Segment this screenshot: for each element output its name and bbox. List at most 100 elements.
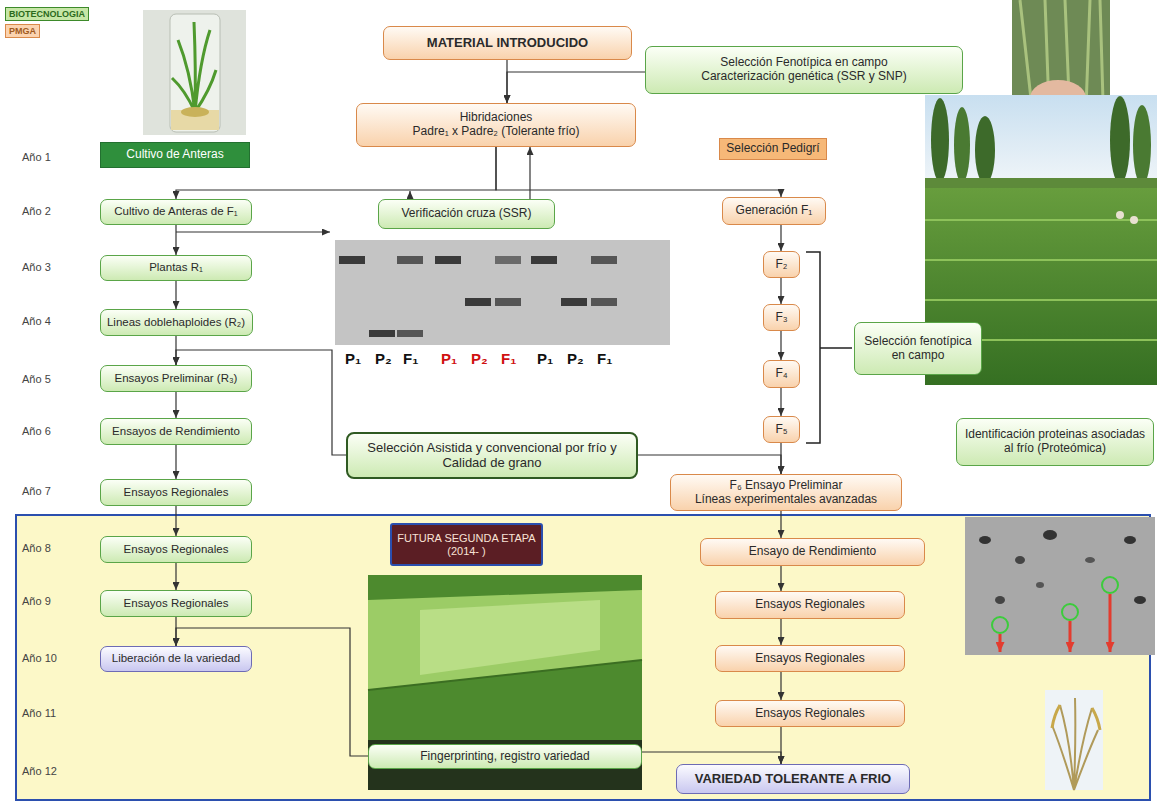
flow-arrow	[175, 225, 176, 255]
proteomics-gel	[1134, 596, 1146, 604]
process-box: F₃	[763, 304, 800, 331]
year-label: Año 5	[22, 373, 51, 385]
node-text: Fingerprinting, registro variedad	[420, 750, 589, 764]
lane-label: P₁	[441, 350, 457, 367]
process-box: MATERIAL INTRODUCIDO	[383, 26, 632, 60]
process-box: Fingerprinting, registro variedad	[368, 744, 642, 769]
flow-arrow	[780, 511, 781, 538]
node-text: F₃	[775, 311, 787, 325]
flow-arrow	[175, 506, 176, 536]
year-label: Año 8	[22, 542, 51, 554]
node-text: F₄	[775, 367, 787, 381]
rice-field-photo	[925, 178, 1157, 188]
proteomics-gel	[1062, 604, 1078, 620]
node-text: Selección Asistida y convencional por fr…	[352, 441, 632, 471]
proteomics-gel	[1124, 536, 1136, 544]
node-text: Hibridaciones	[460, 111, 533, 125]
process-box: Selección Pedigrí	[719, 138, 827, 160]
process-box: Ensayos Preliminar (R₃)	[100, 365, 252, 392]
node-text: Plantas R₁	[149, 261, 203, 274]
process-box: Selección fenotípica en campo	[854, 322, 982, 375]
year-label: Año 11	[22, 707, 56, 719]
lane-label: P₁	[537, 350, 553, 367]
process-box: Ensayos Regionales	[715, 645, 905, 672]
year-label: Año 1	[22, 151, 51, 163]
trial-field-photo	[368, 740, 642, 790]
node-text: Cultivo de Anteras de F₁	[114, 205, 237, 218]
process-box: FUTURA SEGUNDA ETAPA(2014- )	[390, 523, 543, 566]
node-text: Lineas doblehaploides (R₂)	[107, 316, 245, 329]
process-box: Ensayo de Rendimiento	[700, 538, 925, 566]
trial-field-photo	[368, 575, 642, 790]
node-text: Padre₁ x Padre₂ (Tolerante frío)	[413, 125, 580, 139]
proteomics-gel	[965, 517, 1155, 655]
process-box: Selección Fenotípica en campoCaracteriza…	[645, 46, 963, 94]
gel-photo	[495, 256, 521, 264]
proteomics-gel	[979, 536, 991, 544]
node-text: VARIEDAD TOLERANTE A FRIO	[695, 772, 891, 787]
proteomics-gel	[1069, 621, 1072, 652]
year-label: Año 10	[22, 652, 57, 664]
node-text: Selección Pedigrí	[726, 142, 819, 156]
legend-text: BIOTECNOLOGIA	[9, 9, 85, 19]
year-label: Año 12	[22, 765, 57, 777]
lane-label: P₂	[375, 350, 392, 367]
process-box: F₂	[763, 251, 800, 278]
node-text: Ensayo de Rendimiento	[749, 545, 876, 559]
trial-field-photo	[368, 660, 642, 690]
node-text: Generación F₁	[736, 204, 813, 218]
rice-plant-photo	[1052, 698, 1098, 790]
process-box: Ensayos de Rendimiento	[100, 418, 252, 445]
gel-photo	[335, 240, 670, 345]
trial-field-photo	[420, 600, 600, 675]
node-text: F₂	[776, 258, 788, 272]
node-text: Liberación de la variedad	[112, 652, 241, 665]
node-text: Caracterización genética (SSR y SNP)	[701, 70, 906, 84]
node-text: Selección Fenotípica en campo	[720, 56, 887, 70]
process-box: Selección Asistida y convencional por fr…	[346, 432, 638, 479]
gel-photo	[531, 256, 557, 264]
process-box: Verificación cruza (SSR)	[378, 199, 555, 229]
node-text: Cultivo de Anteras	[126, 148, 223, 162]
year-label: Año 9	[22, 595, 51, 607]
node-text: FUTURA SEGUNDA ETAPA	[397, 532, 535, 545]
node-text: Ensayos Regionales	[755, 707, 864, 721]
legend-swatch: PMGA	[5, 24, 40, 38]
process-box: Cultivo de Anteras de F₁	[100, 199, 252, 225]
flow-arrow	[638, 455, 781, 474]
flow-arrow	[175, 392, 176, 418]
process-box: Ensayos Regionales	[715, 591, 905, 619]
rice-field-photo	[1133, 105, 1151, 185]
process-box: Ensayos Regionales	[100, 536, 252, 563]
proteomics-gel	[1102, 577, 1118, 593]
leader-arrows	[409, 191, 410, 199]
rice-field-photo	[1130, 216, 1138, 224]
node-text: Líneas experimentales avanzadas	[695, 493, 877, 507]
year-label: Año 4	[22, 315, 51, 327]
lane-label: P₂	[567, 350, 584, 367]
rice-field-photo	[931, 98, 949, 182]
gel-photo	[335, 240, 670, 345]
proteomics-gel	[965, 517, 1155, 655]
gel-photo	[591, 256, 617, 264]
node-text: Identificación proteinas asociadas al fr…	[961, 428, 1149, 456]
flow-arrow	[780, 388, 781, 416]
year-label: Año 2	[22, 205, 51, 217]
process-box: F₆ Ensayo PreliminarLíneas experimentale…	[670, 474, 902, 511]
gel-photo	[339, 256, 365, 264]
bracket	[806, 252, 852, 443]
process-box: Lineas doblehaploides (R₂)	[100, 309, 253, 336]
rice-field-photo	[1110, 96, 1130, 184]
node-text: Selección fenotípica en campo	[859, 335, 977, 363]
node-text: Ensayos Regionales	[755, 652, 864, 666]
legend-text: PMGA	[9, 26, 36, 36]
trial-field-photo	[368, 590, 642, 690]
node-text: F₅	[775, 423, 787, 437]
gel-photo	[495, 298, 521, 306]
flow-arrow	[780, 672, 781, 700]
anther-culture-photo	[170, 14, 220, 132]
lane-label: P₂	[471, 350, 488, 367]
node-text: Ensayos Regionales	[124, 543, 229, 556]
rice-plant-photo	[1052, 705, 1100, 730]
